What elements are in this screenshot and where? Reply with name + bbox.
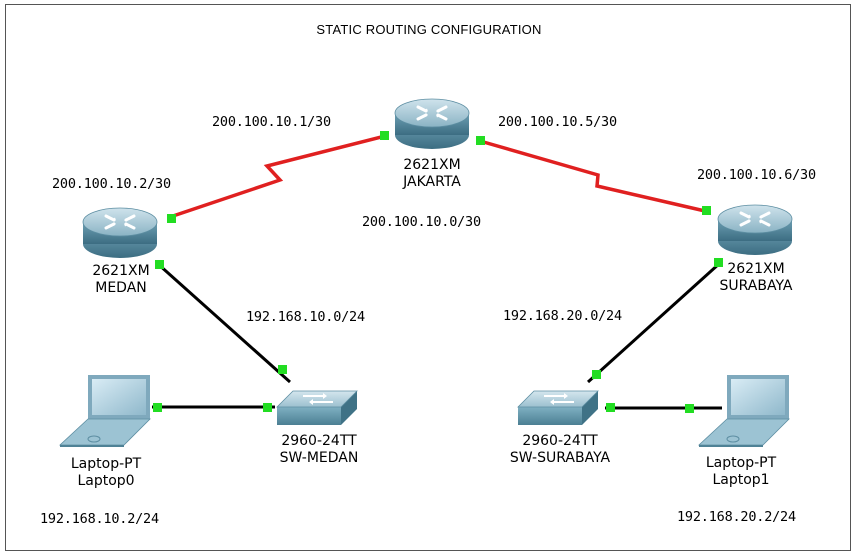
- switch-name-medan: SW-MEDAN: [279, 450, 359, 466]
- port-dot: [153, 403, 162, 412]
- router-icon[interactable]: [716, 203, 794, 257]
- switch-icon[interactable]: [276, 390, 358, 426]
- laptop-icon[interactable]: [698, 374, 790, 447]
- ethernet-link-medan-switch[interactable]: [157, 262, 291, 384]
- ip-label-medan-serial: 200.100.10.2/30: [52, 176, 171, 192]
- network-label-lan-surabaya: 192.168.20.0/24: [503, 308, 622, 324]
- port-dot: [278, 365, 287, 374]
- laptop-model-1: Laptop-PT: [705, 455, 777, 471]
- router-model-surabaya: 2621XM: [727, 261, 785, 277]
- laptop-icon[interactable]: [59, 374, 151, 447]
- router-model-jakarta: 2621XM: [403, 157, 461, 173]
- port-dot: [592, 370, 601, 379]
- port-dot: [263, 403, 272, 412]
- laptop-ip-1: 192.168.20.2/24: [677, 509, 796, 525]
- switch-name-surabaya: SW-SURABAYA: [509, 450, 611, 466]
- switch-model-surabaya: 2960-24TT: [522, 433, 598, 449]
- router-name-surabaya: SURABAYA: [719, 278, 793, 294]
- port-dot: [685, 404, 694, 413]
- network-label-lan-medan: 192.168.10.0/24: [246, 309, 365, 325]
- port-dot: [167, 214, 176, 223]
- port-dot: [702, 206, 711, 215]
- laptop-ip-0: 192.168.10.2/24: [40, 511, 159, 527]
- router-icon[interactable]: [81, 206, 159, 260]
- port-dot: [606, 403, 615, 412]
- switch-icon[interactable]: [517, 390, 599, 426]
- diagram-frame: [5, 4, 851, 551]
- serial-link-medan-jakarta[interactable]: [169, 134, 386, 219]
- switch-model-medan: 2960-24TT: [281, 433, 357, 449]
- ip-label-jakarta-right: 200.100.10.5/30: [498, 114, 617, 130]
- laptop-name-0: Laptop0: [77, 473, 135, 489]
- serial-link-jakarta-surabaya[interactable]: [479, 139, 706, 213]
- port-dot: [476, 136, 485, 145]
- router-model-medan: 2621XM: [92, 263, 150, 279]
- router-icon[interactable]: [393, 97, 471, 151]
- router-name-medan: MEDAN: [95, 280, 147, 296]
- router-name-jakarta: JAKARTA: [403, 174, 461, 190]
- laptop-model-0: Laptop-PT: [70, 456, 142, 472]
- network-label-wan: 200.100.10.0/30: [362, 214, 481, 230]
- ip-label-jakarta-left: 200.100.10.1/30: [212, 114, 331, 130]
- diagram-title: STATIC ROUTING CONFIGURATION: [316, 22, 542, 37]
- port-dot: [714, 258, 723, 267]
- port-dot: [380, 131, 389, 140]
- ethernet-link-surabaya-switch[interactable]: [586, 261, 722, 384]
- laptop-name-1: Laptop1: [712, 472, 770, 488]
- ip-label-surabaya-serial: 200.100.10.6/30: [697, 167, 816, 183]
- port-indicators: [153, 131, 723, 413]
- port-dot: [155, 260, 164, 269]
